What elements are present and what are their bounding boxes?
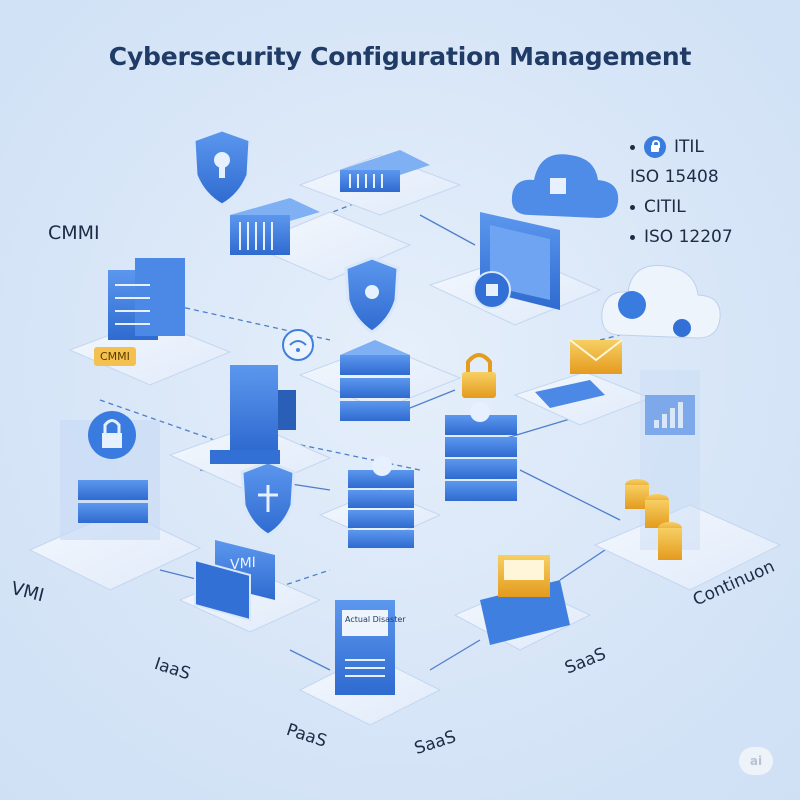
vmi-screen-text: VMI bbox=[230, 554, 256, 574]
folder-icon bbox=[480, 555, 570, 645]
lock-icon bbox=[644, 136, 666, 158]
standard-item: ISO 12207 bbox=[630, 222, 790, 252]
standard-item: ISO 15408 bbox=[630, 162, 790, 192]
monitor-icon bbox=[194, 540, 275, 622]
server-icon bbox=[445, 402, 517, 501]
standard-item: CITIL bbox=[630, 192, 790, 222]
standard-item: ITIL bbox=[630, 132, 790, 162]
server-icon bbox=[108, 258, 185, 340]
shield-icon bbox=[192, 128, 252, 207]
laptop-icon bbox=[535, 380, 605, 408]
server-icon bbox=[340, 150, 430, 192]
bullet-icon bbox=[630, 204, 635, 210]
page-title: Cybersecurity Configuration Management bbox=[108, 42, 692, 71]
standard-text: ISO 12207 bbox=[644, 227, 733, 247]
standard-text: ISO 15408 bbox=[630, 167, 719, 187]
cloud-icon bbox=[601, 265, 721, 339]
standard-text: ITIL bbox=[674, 137, 704, 157]
cloud-icon bbox=[511, 154, 619, 218]
envelope-icon bbox=[569, 339, 623, 374]
lock-icon bbox=[462, 353, 496, 398]
ai-watermark: ai bbox=[739, 747, 773, 775]
server-icon: Actual Disaster bbox=[335, 600, 406, 695]
server-icon bbox=[348, 456, 414, 548]
standard-text: CITIL bbox=[644, 197, 686, 217]
cmmi-tag: CMMI bbox=[94, 347, 136, 366]
shield-icon bbox=[344, 256, 400, 334]
coins-icon bbox=[625, 479, 682, 560]
lock-icon bbox=[60, 411, 160, 540]
server-label-text: Actual Disaster bbox=[345, 615, 406, 624]
shield-icon bbox=[240, 460, 296, 537]
wifi-icon bbox=[282, 329, 314, 361]
monitor-icon bbox=[473, 212, 560, 310]
label-cmmi: CMMI bbox=[48, 222, 100, 244]
workstation-icon bbox=[210, 365, 296, 464]
standards-list: ITIL ISO 15408 CITIL ISO 12207 bbox=[630, 132, 790, 252]
bullet-icon bbox=[630, 144, 635, 150]
server-icon bbox=[230, 198, 320, 255]
bullet-icon bbox=[630, 234, 635, 240]
server-icon bbox=[340, 340, 410, 421]
